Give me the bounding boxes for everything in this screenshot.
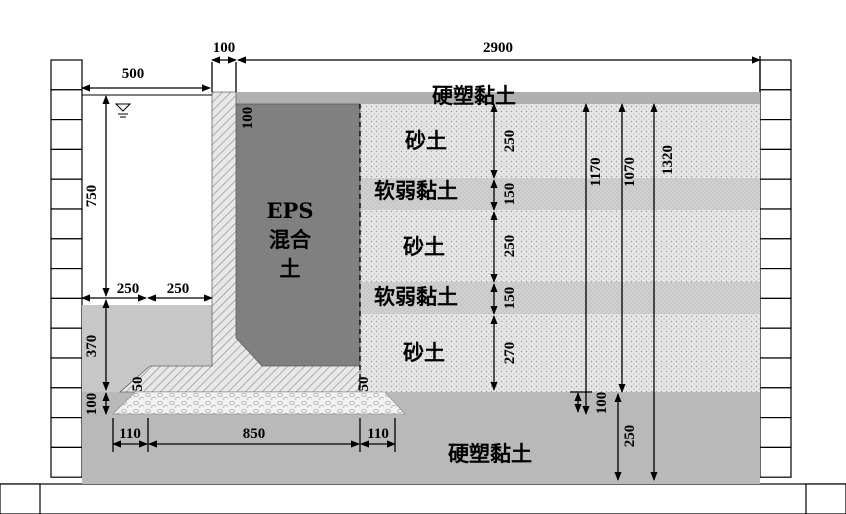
brick — [50, 59, 83, 91]
label-sand-3: 砂土 — [403, 340, 445, 365]
brick — [50, 387, 83, 419]
dim-1070: 1070 — [622, 157, 638, 187]
brick — [50, 178, 83, 210]
brick — [50, 238, 83, 270]
label-sand-2: 砂土 — [403, 234, 445, 259]
brick — [50, 417, 83, 449]
dim-bottom-100: 100 — [594, 392, 610, 415]
soft-clay-layer-2 — [360, 282, 760, 314]
dim-layer-150a: 150 — [502, 183, 518, 206]
base-plate-right — [805, 483, 846, 514]
sand-layer-1 — [360, 104, 760, 178]
dim-250b: 250 — [167, 281, 190, 297]
label-eps-2: 混合 — [269, 227, 312, 252]
label-eps-3: 土 — [280, 256, 301, 281]
dim-layer-250b: 250 — [502, 235, 518, 258]
label-stiff-clay-top: 硬塑黏土 — [432, 83, 516, 108]
water-level-icon — [114, 103, 132, 118]
dim-1320: 1320 — [660, 145, 676, 175]
left-brick-wall — [50, 59, 83, 478]
dim-top-100: 100 — [213, 40, 236, 56]
dim-eps-100: 100 — [240, 107, 256, 130]
brick — [759, 208, 792, 240]
brick — [759, 268, 792, 300]
stiff-clay-top — [212, 92, 760, 104]
brick — [759, 387, 792, 419]
sand-layer-2 — [360, 210, 760, 282]
dim-110a: 110 — [119, 426, 141, 442]
dim-850: 850 — [243, 426, 266, 442]
right-brick-wall — [759, 59, 792, 478]
brick — [50, 118, 83, 150]
dim-750: 750 — [84, 185, 100, 208]
brick — [759, 89, 792, 121]
brick — [759, 178, 792, 210]
dim-base-100: 100 — [84, 393, 100, 416]
brick — [759, 417, 792, 449]
label-eps-1: EPS — [267, 198, 314, 223]
sand-layer-3 — [360, 314, 760, 392]
dim-110b: 110 — [367, 426, 389, 442]
dim-top-2900: 2900 — [483, 40, 513, 56]
dim-1170: 1170 — [588, 157, 604, 186]
dim-250a: 250 — [117, 281, 140, 297]
brick — [50, 327, 83, 359]
dim-370: 370 — [84, 335, 100, 358]
brick — [759, 357, 792, 389]
brick — [50, 89, 83, 121]
brick — [759, 118, 792, 150]
base-plate — [0, 483, 846, 514]
brick — [759, 297, 792, 329]
brick — [50, 297, 83, 329]
brick — [759, 59, 792, 91]
dim-50b: 50 — [356, 377, 372, 392]
brick — [50, 268, 83, 300]
soft-clay-layer-1 — [360, 178, 760, 210]
label-stiff-clay-bottom: 硬塑黏土 — [448, 441, 532, 466]
label-sand-1: 砂土 — [405, 128, 447, 153]
brick — [50, 148, 83, 180]
base-plate-left — [0, 483, 41, 514]
dim-bottom-250: 250 — [622, 425, 638, 448]
brick — [759, 148, 792, 180]
brick — [50, 446, 83, 478]
label-soft-clay-2: 软弱黏土 — [374, 284, 458, 309]
dim-50a: 50 — [130, 377, 146, 392]
brick — [759, 238, 792, 270]
brick — [50, 357, 83, 389]
label-soft-clay-1: 软弱黏土 — [374, 178, 458, 203]
brick — [759, 446, 792, 478]
dim-layer-250a: 250 — [502, 130, 518, 153]
brick — [759, 327, 792, 359]
brick — [50, 208, 83, 240]
footing-gravel — [112, 391, 406, 415]
dim-layer-150b: 150 — [502, 287, 518, 310]
dim-layer-270: 270 — [502, 342, 518, 365]
dim-500: 500 — [122, 66, 145, 82]
